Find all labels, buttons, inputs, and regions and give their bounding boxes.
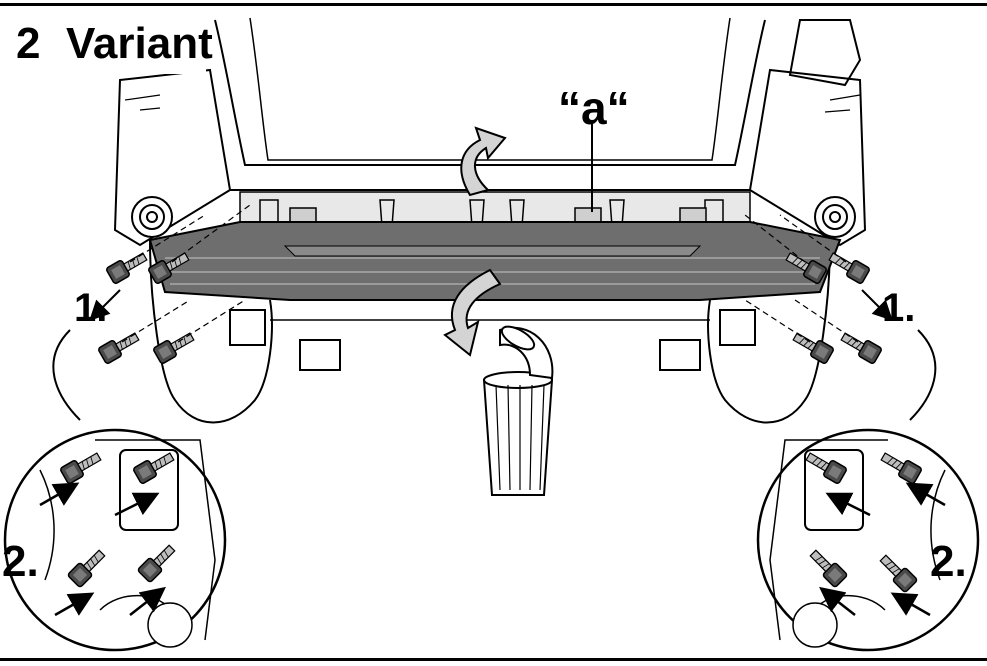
vehicle-body bbox=[113, 17, 867, 424]
bottom-rule bbox=[0, 658, 987, 661]
impact-bar bbox=[148, 221, 842, 301]
step1-arrow-right bbox=[861, 289, 893, 321]
bolt-upper-right-2 bbox=[825, 247, 872, 286]
reflector-right bbox=[814, 196, 856, 238]
reflector-left bbox=[131, 196, 173, 238]
section-title: Variant bbox=[66, 19, 213, 68]
step2-label-right: 2. bbox=[930, 537, 967, 586]
remove-arrow-icon bbox=[460, 126, 507, 197]
step2-arrows bbox=[39, 482, 946, 617]
detail-circle-right bbox=[756, 329, 980, 652]
section-number: 2 bbox=[16, 19, 41, 68]
part-label-a: “a“ bbox=[558, 82, 630, 134]
step1-label-left: 1. bbox=[74, 286, 108, 330]
trash-can-icon bbox=[482, 325, 554, 496]
guide-lines bbox=[121, 204, 859, 343]
step1-arrow-left bbox=[89, 289, 121, 321]
detail-circle-left bbox=[3, 329, 227, 652]
step1-label-right: 1. bbox=[882, 286, 916, 330]
dispose-arrow-icon bbox=[443, 268, 502, 357]
title-box bbox=[0, 14, 206, 74]
top-rule bbox=[0, 3, 987, 6]
step2-label-left: 2. bbox=[2, 537, 39, 586]
